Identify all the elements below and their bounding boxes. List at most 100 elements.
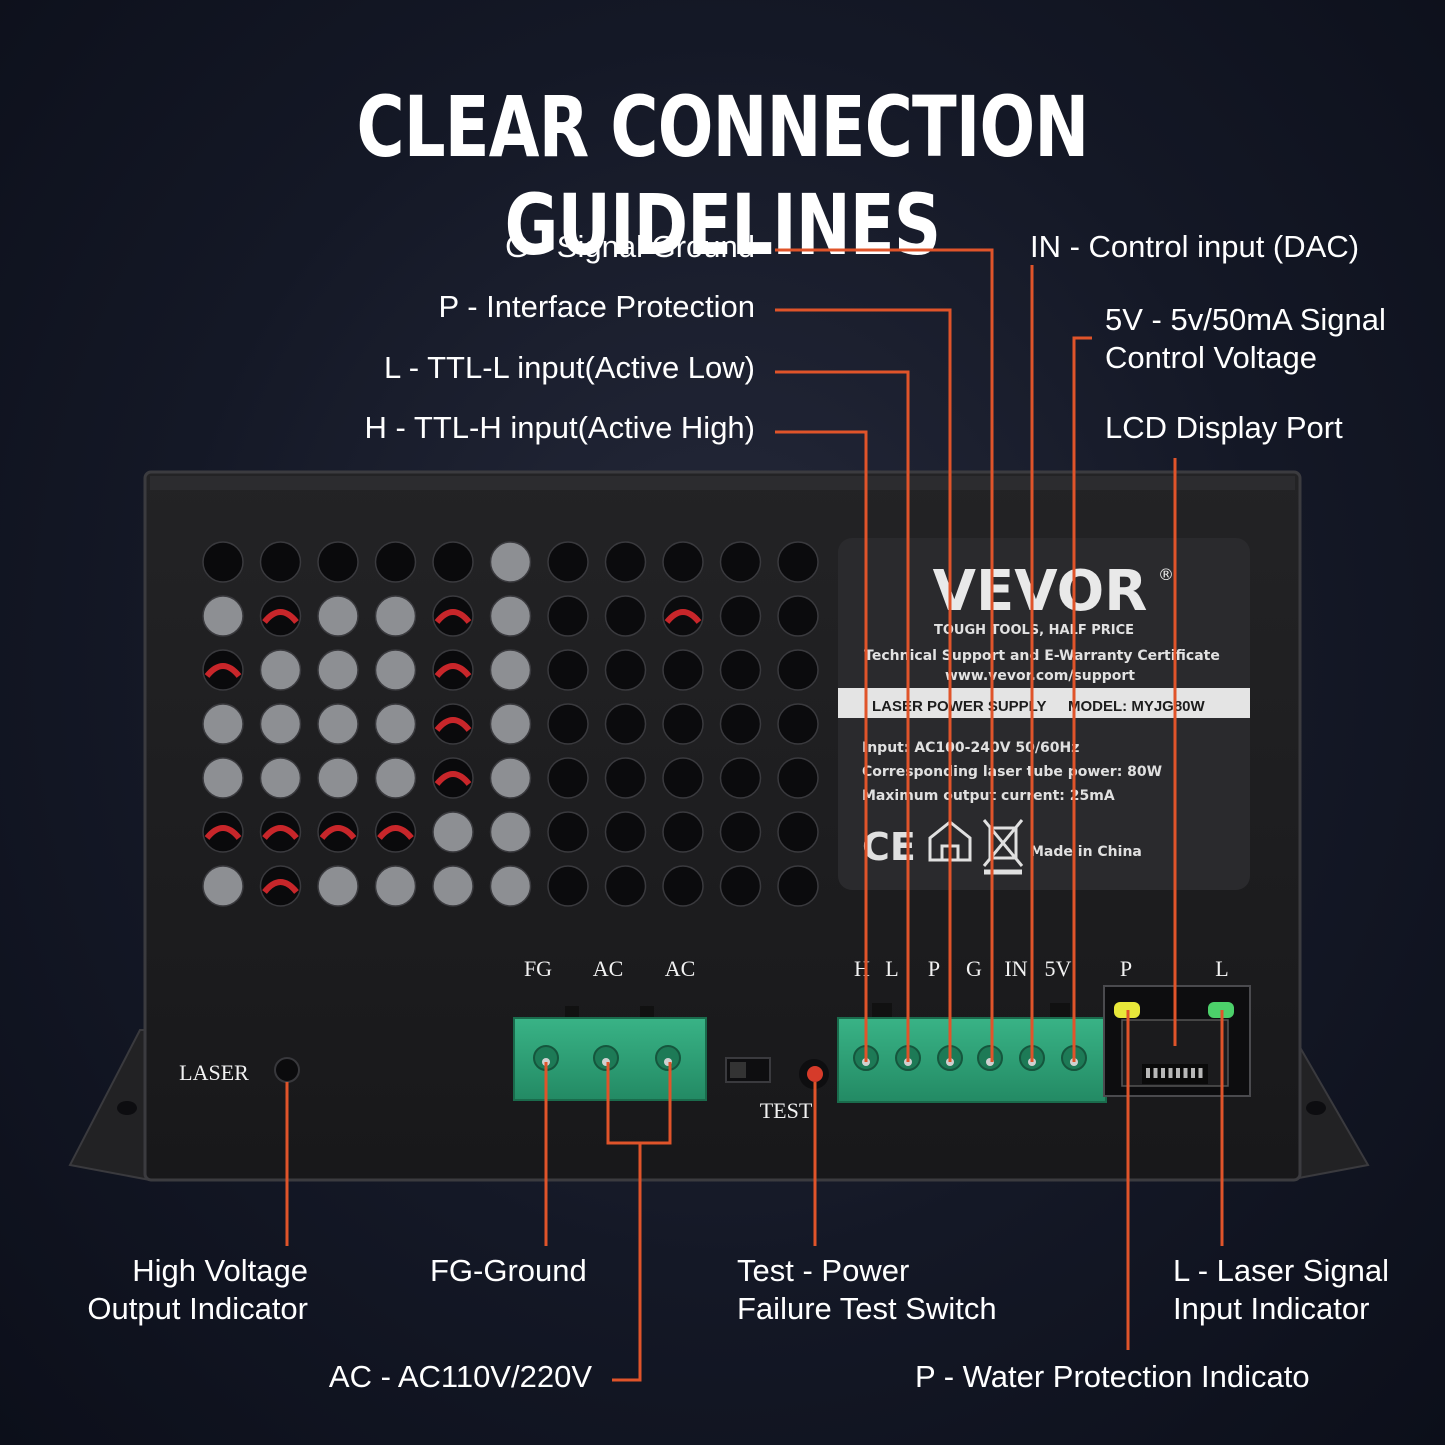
internal-wire: [434, 609, 472, 624]
vent-hole: [547, 865, 589, 907]
vent-hole: [432, 649, 474, 691]
brand-logo: VEVOR: [933, 559, 1148, 624]
ac-terminal-label-ac1: AC: [593, 956, 624, 981]
vent-hole: [317, 811, 359, 853]
leader-lines: [285, 248, 1224, 1382]
ac-terminal-label-fg: FG: [524, 956, 552, 981]
vent-hole: [604, 703, 647, 745]
vent-hole: [317, 649, 359, 691]
vent-hole: [259, 703, 302, 745]
vent-hole: [777, 649, 819, 691]
rj45-pin: [1161, 1068, 1165, 1078]
vent-hole: [374, 595, 417, 637]
vent-hole: [777, 811, 819, 853]
vent-hole: [489, 649, 532, 691]
spec-tube-power: Corresponding laser tube power: 80W: [862, 764, 1162, 780]
vent-hole: [662, 649, 704, 691]
vent-hole: [374, 541, 417, 583]
vent-hole: [374, 757, 417, 799]
vent-hole: [719, 703, 762, 745]
test-button[interactable]: [807, 1066, 823, 1082]
internal-wire: [434, 771, 472, 786]
vent-hole: [662, 757, 704, 799]
vent-hole: [202, 811, 244, 853]
vent-hole: [317, 541, 359, 583]
vent-hole: [662, 541, 704, 583]
internal-wire: [434, 717, 472, 732]
vent-hole: [374, 649, 417, 691]
callout-laser-signal-line1: L - Laser Signal: [1173, 1253, 1389, 1288]
vent-hole: [662, 703, 704, 745]
vent-hole: [777, 757, 819, 799]
callout-5v-line1: 5V - 5v/50mA Signal: [1105, 302, 1386, 337]
vent-hole: [259, 865, 302, 907]
internal-wire: [204, 663, 242, 678]
callout-test-line1: Test - Power: [737, 1253, 910, 1288]
vent-hole: [259, 649, 302, 691]
vent-hole: [489, 811, 532, 853]
rj45-pin: [1191, 1068, 1195, 1078]
leader-line: [775, 430, 868, 1062]
vent-hole: [432, 595, 474, 637]
vent-hole: [719, 649, 762, 691]
callout-interface-protection: P - Interface Protection: [438, 289, 755, 324]
vent-hole: [259, 541, 302, 583]
internal-wire: [262, 825, 299, 840]
vent-hole: [374, 703, 417, 745]
leader-line: [612, 1143, 642, 1382]
vent-hole: [489, 595, 532, 637]
callout-test-line2: Failure Test Switch: [737, 1291, 997, 1326]
leader-line: [775, 248, 994, 1062]
right-flange-slot: [1306, 1101, 1326, 1115]
vent-hole: [719, 541, 762, 583]
vent-hole: [202, 865, 244, 907]
vent-hole: [604, 595, 647, 637]
callout-laser-signal-line2: Input Indicator: [1173, 1291, 1370, 1326]
vent-hole: [662, 865, 704, 907]
internal-wire: [204, 825, 242, 840]
vent-hole: [547, 541, 589, 583]
vent-hole: [202, 595, 244, 637]
callout-control-input: IN - Control input (DAC): [1030, 229, 1360, 264]
left-flange-slot: [117, 1101, 137, 1115]
vent-hole: [259, 595, 302, 637]
callout-lcd-port: LCD Display Port: [1105, 410, 1343, 445]
vent-hole: [317, 595, 359, 637]
rj45-pin: [1153, 1068, 1158, 1078]
signal-terminal-label: G: [966, 956, 982, 981]
leader-line: [1072, 336, 1092, 1062]
weee-bin-icon: [982, 819, 1024, 875]
internal-wire: [262, 879, 299, 894]
left-mounting-flange: [68, 1029, 151, 1182]
internal-wire: [262, 609, 299, 624]
vent-hole: [604, 865, 647, 907]
vent-hole: [489, 757, 532, 799]
spec-input: Input: AC100-240V 50/60Hz: [862, 740, 1079, 756]
callout-signal-ground: G - Signal Ground: [505, 229, 755, 264]
vent-hole: [604, 541, 647, 583]
registered-mark: ®: [1158, 565, 1174, 584]
support-line: Technical Support and E-Warranty Certifi…: [864, 648, 1220, 664]
page-title: CLEAR CONNECTION GUIDELINES: [356, 78, 1090, 274]
signal-terminal-block: [837, 1003, 1107, 1103]
vent-hole: [604, 811, 647, 853]
internal-wire: [664, 609, 702, 624]
vent-hole: [202, 649, 244, 691]
vent-hole: [719, 865, 762, 907]
callout-ac-input: AC - AC110V/220V: [328, 1359, 592, 1394]
rj45-pin: [1146, 1068, 1150, 1078]
model-number: MODEL: MYJG80W: [1068, 698, 1206, 715]
vent-hole: [432, 811, 474, 853]
vent-hole: [719, 811, 762, 853]
indicator-label-p: P: [1120, 956, 1132, 981]
signal-terminal-label: P: [928, 956, 940, 981]
product-name: LASER POWER SUPPLY: [872, 698, 1046, 715]
vent-hole: [432, 865, 474, 907]
vent-hole: [662, 595, 704, 637]
slogan: TOUGH TOOLS, HALF PRICE: [934, 623, 1134, 638]
signal-terminal-label: 5V: [1045, 956, 1072, 981]
vent-hole: [432, 703, 474, 745]
vent-hole: [604, 757, 647, 799]
